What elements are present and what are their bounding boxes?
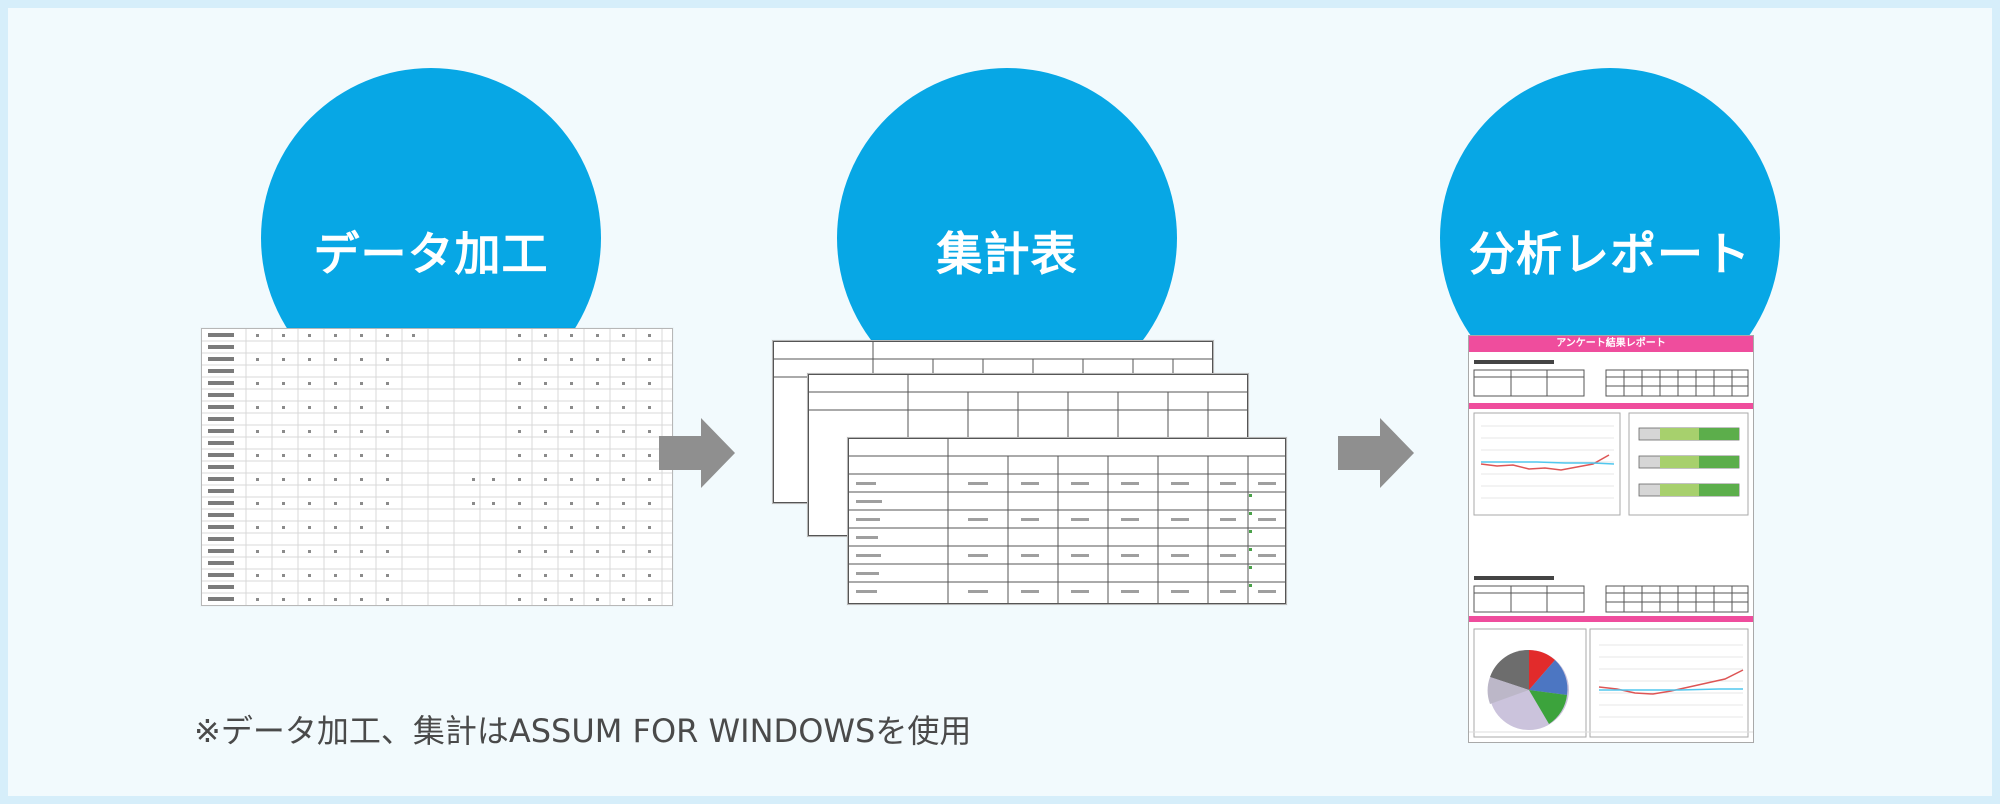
arrow-right-icon: [1338, 418, 1414, 488]
table-illustration: [848, 438, 1286, 604]
process-panel: データ加工: [8, 8, 1992, 796]
spreadsheet-grid-illustration: [202, 329, 672, 605]
step-data-processing: データ加工: [151, 68, 711, 618]
step-title: 分析レポート: [1469, 227, 1751, 281]
report-header: アンケート結果レポート: [1469, 336, 1753, 352]
step-title: 集計表: [936, 227, 1078, 281]
step-title: データ加工: [313, 227, 549, 281]
footnote: ※データ加工、集計はASSUM FOR WINDOWSを使用: [194, 712, 972, 750]
report-preview: アンケート結果レポート: [1468, 335, 1754, 743]
step-tabulation: 集計表: [727, 68, 1287, 618]
arrow-right-icon: [659, 418, 735, 488]
table-sheet-front: [847, 437, 1287, 605]
spreadsheet-image: [201, 328, 673, 606]
report-preview-illustration: [1469, 352, 1753, 742]
